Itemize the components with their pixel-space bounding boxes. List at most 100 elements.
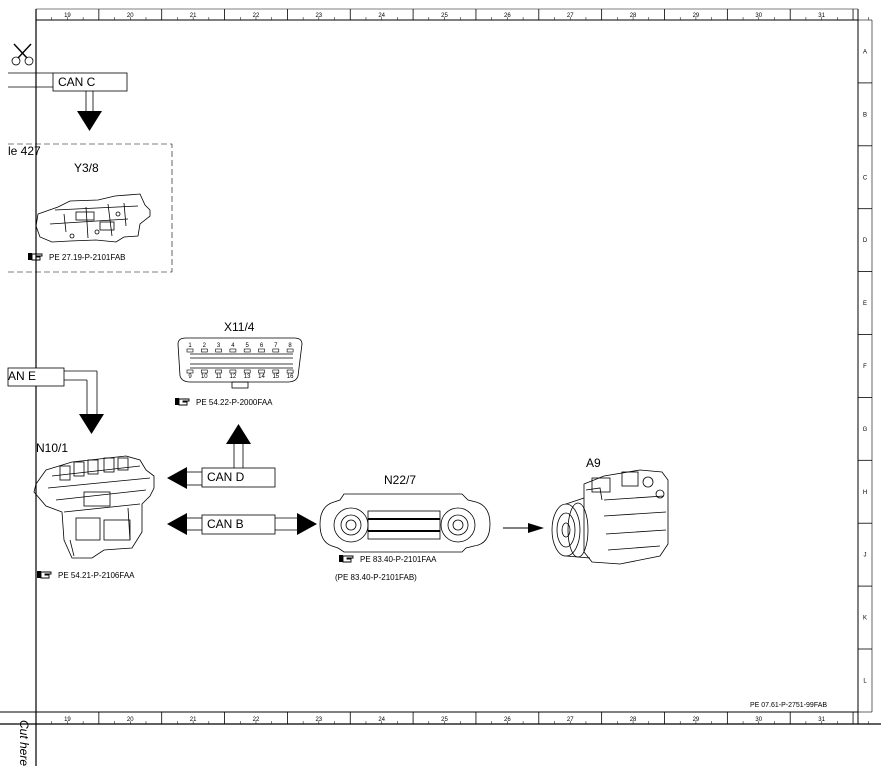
bottom-column-ruler: 1920212223242526272829303132 bbox=[51, 712, 870, 724]
pin-label-8: 8 bbox=[288, 343, 292, 349]
offpage-reference: le 427 bbox=[8, 144, 41, 158]
can-c-label: CAN C bbox=[58, 75, 96, 89]
bottom-column-label-27: 27 bbox=[567, 717, 574, 723]
x11-4-label: X11/4 bbox=[224, 320, 255, 334]
hand-pointer-icon bbox=[37, 571, 52, 579]
top-column-label-21: 21 bbox=[190, 13, 197, 19]
bottom-column-label-22: 22 bbox=[253, 717, 260, 723]
top-column-label-24: 24 bbox=[378, 13, 385, 19]
row-label-H: H bbox=[863, 490, 867, 496]
n22-7-reference: PE 83.40-P-2101FAA bbox=[360, 555, 437, 564]
arrow-right-icon bbox=[297, 513, 317, 535]
row-label-K: K bbox=[863, 616, 867, 622]
bottom-column-label-24: 24 bbox=[378, 717, 385, 723]
valve-body-image bbox=[35, 193, 151, 243]
pin-3 bbox=[215, 348, 222, 353]
top-column-label-25: 25 bbox=[441, 13, 448, 19]
pin-label-1: 1 bbox=[188, 343, 192, 349]
y3-8-component: le 427 Y3/8 PE 27.19-P-2101FAB bbox=[8, 143, 173, 273]
pin-10 bbox=[201, 369, 208, 374]
hand-pointer-icon bbox=[28, 253, 43, 261]
pin-2 bbox=[201, 348, 208, 353]
bottom-column-label-26: 26 bbox=[504, 717, 511, 723]
pin-label-16: 16 bbox=[287, 374, 294, 380]
pin-9 bbox=[186, 369, 194, 374]
arrow-left-icon bbox=[167, 467, 187, 489]
top-column-label-20: 20 bbox=[127, 13, 134, 19]
n10-1-reference: PE 54.21-P-2106FAA bbox=[58, 571, 135, 580]
pin-8 bbox=[286, 348, 294, 353]
pin-label-10: 10 bbox=[201, 374, 208, 380]
can-d-label: CAN D bbox=[207, 470, 245, 484]
y3-8-reference: PE 27.19-P-2101FAB bbox=[49, 253, 126, 262]
arrow-up-icon bbox=[226, 424, 251, 444]
pin-5 bbox=[243, 348, 251, 353]
pin-label-5: 5 bbox=[246, 343, 250, 349]
pin-11 bbox=[215, 369, 222, 374]
can-c-bus: CAN C bbox=[8, 72, 128, 131]
n22-7-label: N22/7 bbox=[384, 473, 416, 487]
can-b-label: CAN B bbox=[207, 517, 244, 531]
top-column-label-19: 19 bbox=[64, 13, 71, 19]
row-label-L: L bbox=[863, 678, 867, 684]
n10-1-label: N10/1 bbox=[36, 441, 68, 455]
n22-7-reference-alt: (PE 83.40-P-2101FAB) bbox=[335, 573, 417, 582]
pin-label-15: 15 bbox=[272, 374, 279, 380]
pin-label-6: 6 bbox=[260, 343, 264, 349]
bottom-column-label-31: 31 bbox=[818, 717, 825, 723]
arrow-right-icon bbox=[528, 523, 544, 533]
signal-arrow bbox=[503, 523, 544, 533]
can-e-bus: AN E bbox=[7, 367, 104, 434]
pin-7 bbox=[272, 348, 280, 353]
arrow-down-icon bbox=[79, 414, 104, 434]
x11-4-reference: PE 54.22-P-2000FAA bbox=[196, 398, 273, 407]
top-column-label-23: 23 bbox=[315, 13, 322, 19]
top-column-ruler: 1920212223242526272829303132 bbox=[51, 9, 870, 20]
bottom-column-label-21: 21 bbox=[190, 717, 197, 723]
pin-label-12: 12 bbox=[230, 374, 237, 380]
pin-14 bbox=[258, 369, 265, 374]
pin-label-2: 2 bbox=[203, 343, 207, 349]
arrow-down-icon bbox=[77, 111, 102, 131]
top-column-label-22: 22 bbox=[253, 13, 260, 19]
row-label-A: A bbox=[863, 49, 867, 55]
can-b-bus: CAN B bbox=[167, 513, 317, 535]
can-e-label: AN E bbox=[8, 369, 36, 383]
pin-4 bbox=[229, 348, 237, 353]
hand-pointer-icon bbox=[339, 555, 354, 563]
cut-here-label: Cut here bbox=[17, 720, 31, 766]
bottom-column-label-25: 25 bbox=[441, 717, 448, 723]
frame bbox=[0, 8, 881, 766]
row-label-G: G bbox=[863, 427, 868, 433]
pin-label-4: 4 bbox=[231, 343, 235, 349]
bottom-column-label-28: 28 bbox=[630, 717, 637, 723]
scissors-icon bbox=[11, 43, 34, 66]
bottom-column-label-23: 23 bbox=[315, 717, 322, 723]
bottom-column-label-29: 29 bbox=[693, 717, 700, 723]
pin-label-11: 11 bbox=[215, 374, 222, 380]
arrow-left-icon bbox=[167, 513, 187, 535]
y3-8-label: Y3/8 bbox=[74, 161, 99, 175]
row-label-J: J bbox=[864, 553, 867, 559]
hand-pointer-icon bbox=[175, 398, 190, 406]
a9-component: A9 bbox=[551, 456, 669, 565]
pin-6 bbox=[258, 348, 265, 353]
bottom-column-label-19: 19 bbox=[64, 717, 71, 723]
pin-16 bbox=[286, 369, 294, 374]
pin-13 bbox=[243, 369, 251, 374]
bottom-column-label-20: 20 bbox=[127, 717, 134, 723]
pin-label-7: 7 bbox=[274, 343, 278, 349]
row-label-B: B bbox=[863, 112, 867, 118]
compressor-image bbox=[551, 469, 669, 565]
top-column-label-30: 30 bbox=[755, 13, 762, 19]
control-unit-image bbox=[319, 493, 491, 553]
top-column-label-29: 29 bbox=[693, 13, 700, 19]
n10-1-component: N10/1 PE 54.21-P-2106FAA bbox=[33, 441, 155, 580]
pin-1 bbox=[186, 348, 194, 353]
footer-reference: PE 07.61-P-2751-99FAB bbox=[750, 702, 827, 709]
